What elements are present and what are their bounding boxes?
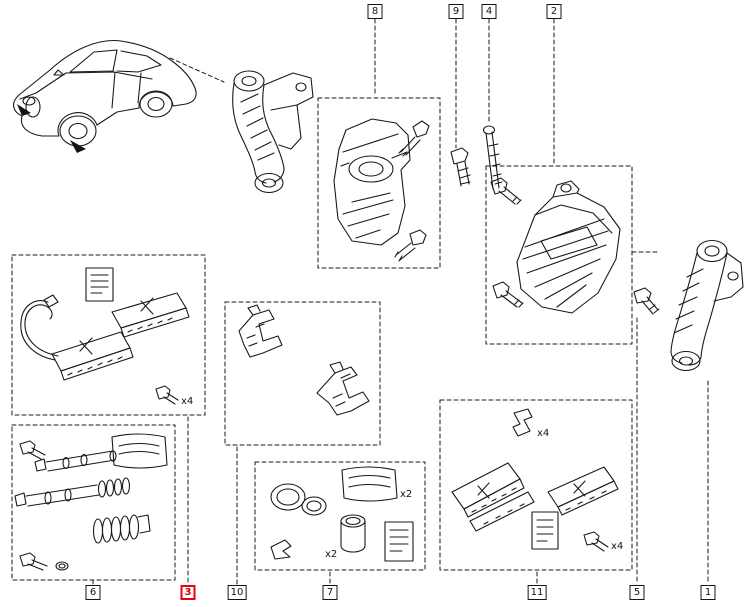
callout-1[interactable]: 1 bbox=[700, 585, 716, 600]
callout-8-number: 8 bbox=[371, 5, 379, 17]
callout-9[interactable]: 9 bbox=[448, 4, 464, 19]
callout-3[interactable]: 3 bbox=[180, 585, 196, 600]
leader-lines bbox=[92, 18, 709, 585]
caliper-repair-kit: x2 x2 bbox=[270, 466, 414, 562]
callout-10[interactable]: 10 bbox=[227, 585, 247, 600]
grease-packet bbox=[111, 433, 168, 469]
car-illustration bbox=[13, 39, 197, 153]
front-pad-set: x4 bbox=[20, 267, 193, 407]
carrier-bracket-rear bbox=[670, 239, 744, 372]
callout-5-number: 5 bbox=[633, 586, 641, 598]
caliper-inner-assembly bbox=[333, 118, 430, 262]
callout-11[interactable]: 11 bbox=[527, 585, 547, 600]
callout-4-number: 4 bbox=[485, 5, 493, 17]
qty-x2-packet: x2 bbox=[400, 489, 412, 500]
notice-booklet bbox=[85, 267, 114, 302]
rear-pad-set: x4 x4 bbox=[451, 408, 623, 552]
carrier-bracket-front bbox=[232, 70, 314, 194]
guide-pin-4 bbox=[482, 125, 503, 190]
pad-retaining-clips bbox=[238, 304, 370, 416]
group-box-3 bbox=[11, 254, 206, 416]
caliper-piston bbox=[340, 514, 366, 528]
qty-x4-front-pads: x4 bbox=[181, 396, 193, 407]
mounting-bolt-9 bbox=[450, 147, 471, 187]
group-box-7 bbox=[254, 461, 426, 571]
qty-x2-clip: x2 bbox=[325, 549, 337, 560]
notice-booklet bbox=[384, 521, 414, 562]
notice-booklet bbox=[531, 511, 559, 550]
callout-3-number: 3 bbox=[184, 586, 192, 598]
callout-1-number: 1 bbox=[704, 586, 712, 598]
group-boxes bbox=[11, 97, 633, 581]
callout-4[interactable]: 4 bbox=[481, 4, 497, 19]
wear-sensor-wire bbox=[24, 304, 59, 357]
group-box-10 bbox=[224, 301, 381, 446]
callout-6-number: 6 bbox=[89, 586, 97, 598]
qty-x4-bolt: x4 bbox=[611, 541, 623, 552]
front-wheel-arrow-icon bbox=[70, 140, 86, 153]
callout-8[interactable]: 8 bbox=[367, 4, 383, 19]
mounting-bolt-5 bbox=[633, 287, 660, 315]
guide-pin-kit bbox=[14, 433, 168, 571]
callout-6[interactable]: 6 bbox=[85, 585, 101, 600]
callout-2-number: 2 bbox=[550, 5, 558, 17]
qty-x4-clip: x4 bbox=[537, 428, 549, 439]
callout-10-number: 10 bbox=[230, 586, 244, 598]
callout-11-number: 11 bbox=[530, 586, 544, 598]
callout-5[interactable]: 5 bbox=[629, 585, 645, 600]
far-wheel-arrow-icon bbox=[17, 104, 31, 116]
callout-2[interactable]: 2 bbox=[546, 4, 562, 19]
group-box-8 bbox=[317, 97, 441, 269]
group-box-11 bbox=[439, 399, 633, 571]
brake-caliper bbox=[490, 177, 621, 314]
dust-boot-packet bbox=[341, 466, 398, 502]
callout-7-number: 7 bbox=[326, 586, 334, 598]
callout-7[interactable]: 7 bbox=[322, 585, 338, 600]
group-box-6 bbox=[11, 424, 176, 581]
group-box-2 bbox=[485, 165, 633, 345]
callout-9-number: 9 bbox=[452, 5, 460, 17]
